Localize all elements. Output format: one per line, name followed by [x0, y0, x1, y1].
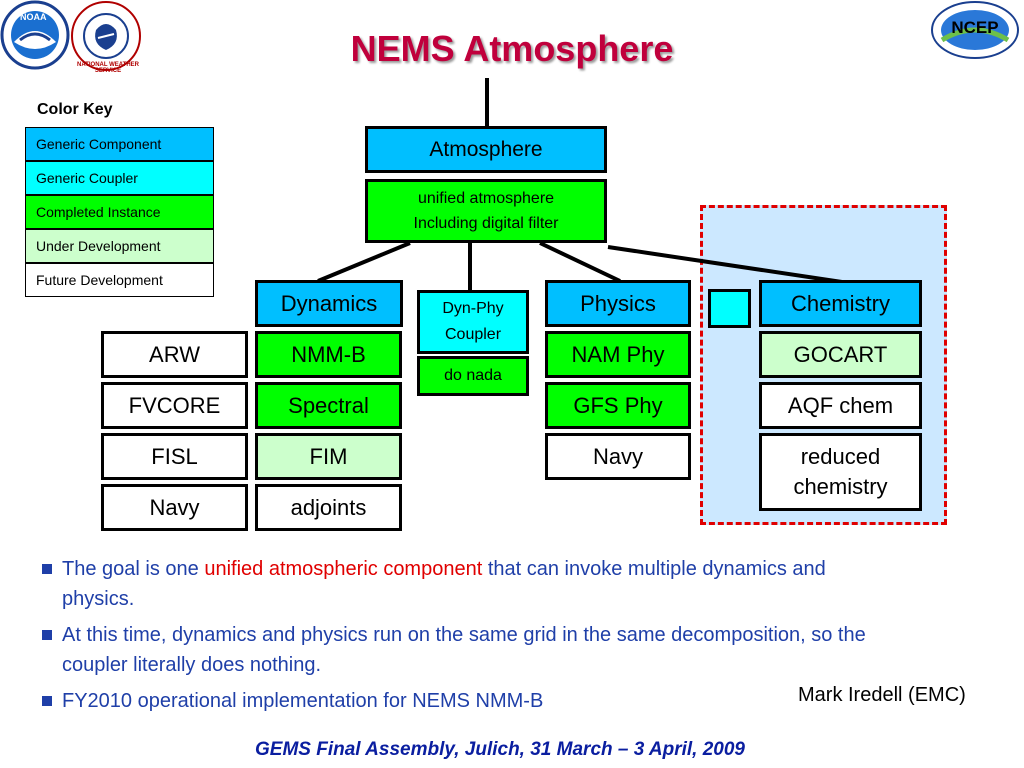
- bullet-fy2010: FY2010 operational implementation for NE…: [40, 686, 900, 716]
- dynamics-option-fisl: FISL: [101, 433, 248, 480]
- navy-phy-label: Navy: [592, 443, 644, 469]
- bullet-list: The goal is one unified atmospheric comp…: [40, 554, 900, 722]
- bullet-marker: [42, 630, 52, 640]
- noaa-logo-text: NOAA: [20, 12, 47, 22]
- dynamics-option-navy: Navy: [101, 484, 248, 531]
- dynamics-instance-spectral: Spectral: [255, 382, 402, 429]
- aqf-chem-label: AQF chem: [787, 392, 894, 418]
- dynamics-instance-adjoints: adjoints: [255, 484, 402, 531]
- unified-atmosphere-line1: unified atmosphere: [417, 190, 555, 207]
- key-under-development: Under Development: [25, 229, 214, 263]
- dynamics-label: Dynamics: [280, 290, 378, 316]
- fim-label: FIM: [309, 443, 348, 469]
- adjoints-label: adjoints: [290, 494, 367, 520]
- chemistry-instance-reduced: reduced chemistry: [759, 433, 922, 511]
- chemistry-label: Chemistry: [790, 290, 890, 316]
- coupler-line1: Dyn-Phy: [442, 300, 504, 317]
- bullet-marker: [42, 696, 52, 706]
- bullet-goal-post: that can invoke multiple dynamics and ph…: [62, 558, 826, 610]
- bullet-goal-highlight: unified atmospheric component: [204, 558, 483, 580]
- nws-logo-text: NATIONAL WEATHER SERVICE: [77, 62, 139, 74]
- nam-phy-label: NAM Phy: [571, 341, 665, 367]
- physics-instance-navy: Navy: [545, 433, 691, 480]
- key-future-development: Future Development: [25, 263, 214, 297]
- coupler-instance-do-nada: do nada: [417, 356, 529, 396]
- physics-label: Physics: [580, 290, 656, 316]
- bullet-goal-pre: The goal is one: [62, 558, 205, 580]
- key-completed-instance: Completed Instance: [25, 195, 214, 229]
- unified-atmosphere-line2: Including digital filter: [413, 215, 559, 232]
- atmosphere-component: Atmosphere: [365, 126, 607, 173]
- nws-logo: NATIONAL WEATHER SERVICE: [70, 0, 142, 74]
- chemistry-instance-aqf: AQF chem: [759, 382, 922, 429]
- atmosphere-label: Atmosphere: [429, 137, 543, 161]
- connector-atmosphere-physics: [539, 241, 621, 283]
- arw-label: ARW: [149, 341, 200, 367]
- dynamics-option-arw: ARW: [101, 331, 248, 378]
- chemistry-coupler: [708, 289, 751, 328]
- fisl-label: FISL: [151, 443, 198, 469]
- ncep-logo-text: NCEP: [951, 18, 999, 37]
- ncep-logo: NCEP: [930, 0, 1020, 60]
- dynamics-instance-nmmb: NMM-B: [255, 331, 402, 378]
- dyn-phy-coupler: Dyn-Phy Coupler: [417, 290, 529, 354]
- footer-text: GEMS Final Assembly, Julich, 31 March – …: [255, 739, 745, 760]
- dynamics-option-fvcore: FVCORE: [101, 382, 248, 429]
- spectral-label: Spectral: [288, 392, 369, 418]
- connector-atmosphere-chemistry: [607, 245, 843, 284]
- nmmb-label: NMM-B: [291, 341, 366, 367]
- bullet-same-grid: At this time, dynamics and physics run o…: [40, 620, 900, 680]
- dynamics-component: Dynamics: [255, 280, 403, 327]
- dynamics-instance-fim: FIM: [255, 433, 402, 480]
- color-key-heading: Color Key: [37, 101, 113, 118]
- noaa-logo: NOAA: [0, 0, 70, 70]
- unified-atmosphere-instance: unified atmosphere Including digital fil…: [365, 179, 607, 243]
- coupler-line2: Coupler: [444, 326, 502, 343]
- slide-title: NEMS Atmosphere: [350, 28, 674, 69]
- physics-instance-nam: NAM Phy: [545, 331, 691, 378]
- bullet-same-grid-text: At this time, dynamics and physics run o…: [62, 624, 866, 676]
- gocart-label: GOCART: [793, 341, 888, 367]
- author-credit: Mark Iredell (EMC): [798, 684, 966, 706]
- gfs-phy-label: GFS Phy: [573, 392, 663, 418]
- reduced-line1: reduced: [800, 444, 881, 469]
- key-generic-component: Generic Component: [25, 127, 214, 161]
- do-nada-label: do nada: [444, 367, 502, 384]
- chemistry-instance-gocart: GOCART: [759, 331, 922, 378]
- physics-component: Physics: [545, 280, 691, 327]
- chemistry-component: Chemistry: [759, 280, 922, 327]
- reduced-line2: chemistry: [793, 474, 888, 499]
- fvcore-label: FVCORE: [128, 392, 221, 418]
- bullet-goal: The goal is one unified atmospheric comp…: [40, 554, 900, 614]
- bullet-marker: [42, 564, 52, 574]
- key-generic-coupler: Generic Coupler: [25, 161, 214, 195]
- connector-atmosphere-dynamics: [317, 241, 411, 283]
- navy-dyn-label: Navy: [149, 494, 200, 520]
- physics-instance-gfs: GFS Phy: [545, 382, 691, 429]
- bullet-fy2010-text: FY2010 operational implementation for NE…: [62, 690, 544, 712]
